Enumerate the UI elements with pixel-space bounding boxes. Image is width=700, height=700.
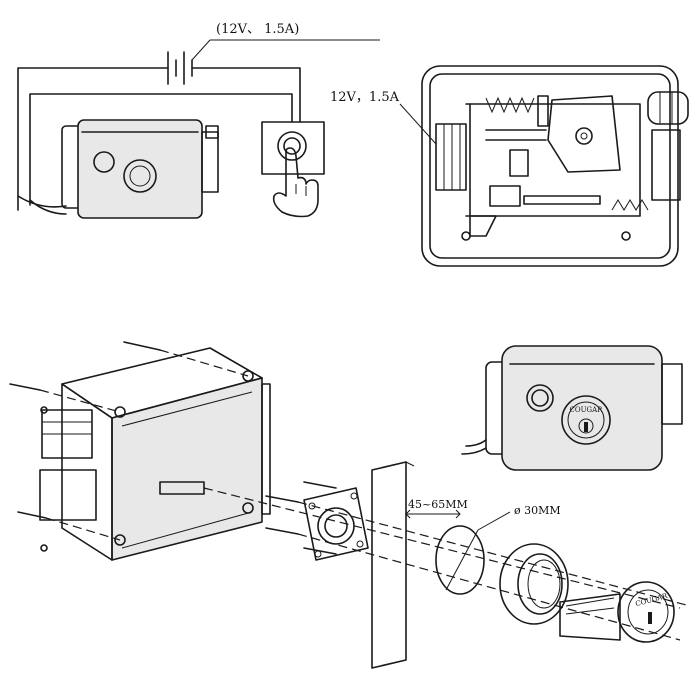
lock-case-outer	[421, 65, 679, 267]
mechanism-frame	[465, 103, 641, 217]
wire-left-outer	[17, 67, 169, 211]
latch-tongue	[469, 215, 497, 237]
front-brand-label: COUGAR	[570, 406, 604, 414]
lock-rating-leader	[399, 103, 437, 145]
wire-inner	[29, 93, 293, 206]
lock-front-view: COUGAR	[461, 345, 683, 471]
wire-right-outer	[191, 67, 301, 123]
align-line-axis	[203, 487, 681, 609]
lock-rating-label: 12V，1.5A	[330, 90, 400, 105]
lever-pivot	[575, 127, 593, 145]
wiring-diagram: (12V、 1.5A)	[17, 22, 380, 219]
case-screw-hole-2	[621, 231, 631, 241]
right-terminal	[647, 91, 689, 201]
front-right-bracket	[661, 363, 683, 425]
front-wire-2	[461, 447, 487, 455]
lock-case-inner	[429, 73, 671, 259]
mount-distance-label: 45~65MM	[408, 498, 468, 511]
solenoid	[435, 123, 467, 191]
align-line-5	[297, 533, 681, 641]
door-panel	[371, 461, 407, 669]
battery-icon	[167, 51, 193, 85]
battery-rating-label: (12V、 1.5A)	[216, 22, 299, 37]
hole-diameter-label: ø 30MM	[514, 504, 561, 517]
mounting-flange	[303, 487, 369, 561]
body-screw-hole-1	[114, 406, 126, 418]
hand-icon	[272, 147, 319, 218]
battery-label-leader	[191, 39, 211, 61]
lever-plate	[547, 95, 621, 173]
body-back-plate	[261, 383, 271, 515]
align-line-3	[45, 517, 121, 541]
exploded-install-view: 45~65MM ø 30MM COUGAR	[9, 341, 691, 669]
body-screw-hole-3	[114, 534, 126, 546]
drill-hole	[435, 525, 485, 595]
push-button-icon	[261, 121, 325, 175]
wire-lead-1	[17, 195, 67, 208]
latch-slide	[489, 185, 521, 207]
cylinder-sleeve	[499, 543, 569, 625]
top-spring	[485, 95, 549, 127]
lock-body-small	[61, 119, 219, 219]
align-line-2	[159, 349, 249, 377]
cylinder-brand-label: COUGAR	[635, 592, 670, 608]
lock-body-side	[61, 383, 113, 561]
side-bolt	[39, 469, 97, 521]
front-wire-1	[465, 439, 487, 447]
catch-block	[509, 149, 529, 177]
lock-interior-diagram: 12V，1.5A	[330, 65, 689, 267]
key-cylinder-icon	[561, 395, 611, 445]
bottom-spring	[523, 195, 649, 211]
align-line-1	[39, 389, 121, 413]
wire-lead-2	[29, 199, 67, 215]
body-screw-hole-2	[242, 370, 254, 382]
front-indicator	[526, 384, 554, 412]
key-cylinder	[559, 581, 675, 643]
screw-icon	[9, 341, 337, 555]
lock-body-front	[111, 377, 263, 561]
body-screw-hole-4	[242, 502, 254, 514]
case-screw-hole-1	[461, 231, 471, 241]
align-line-4	[297, 501, 691, 607]
